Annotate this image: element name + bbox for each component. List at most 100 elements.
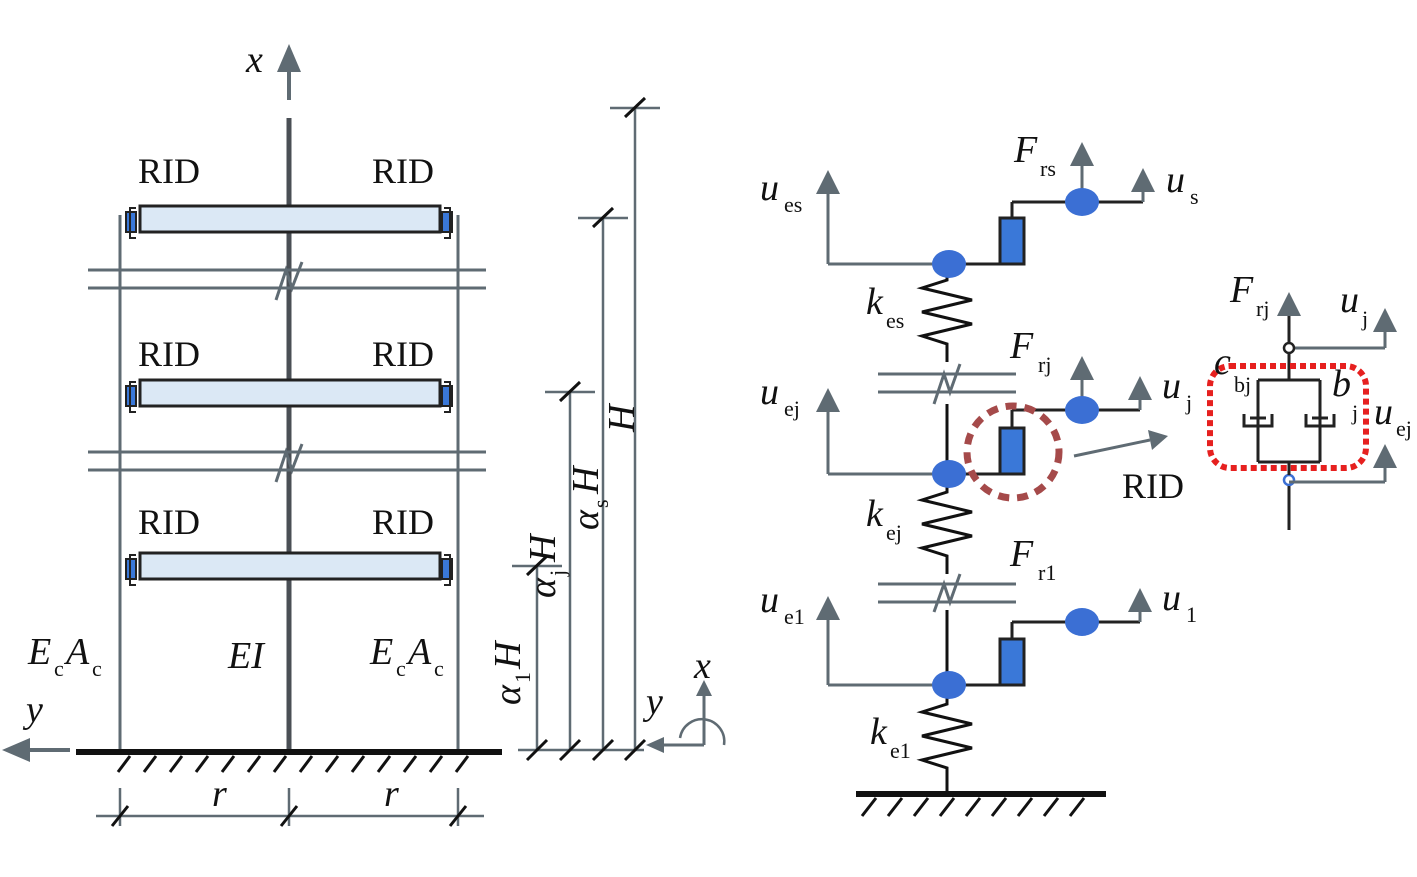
svg-text:ej: ej bbox=[886, 520, 902, 545]
label-u-1: u 1 bbox=[1162, 577, 1197, 627]
rotation-arc bbox=[678, 717, 726, 746]
detail-top-node bbox=[1282, 341, 1296, 355]
u-j-arrowhead bbox=[1128, 376, 1152, 400]
svg-text:j: j bbox=[1185, 390, 1192, 415]
svg-text:α: α bbox=[522, 577, 564, 598]
svg-text:rj: rj bbox=[1256, 296, 1269, 321]
svg-text:r1: r1 bbox=[1038, 560, 1056, 585]
svg-text:s: s bbox=[1190, 184, 1199, 209]
rid-label-bot-left: RID bbox=[138, 502, 200, 542]
label-F-rs: F rs bbox=[1013, 129, 1056, 181]
svg-text:H: H bbox=[487, 639, 529, 670]
svg-text:u: u bbox=[1340, 279, 1359, 321]
svg-text:u: u bbox=[1166, 159, 1185, 201]
svg-text:A: A bbox=[63, 631, 90, 673]
svg-text:rs: rs bbox=[1040, 156, 1056, 181]
svg-text:F: F bbox=[1013, 129, 1038, 171]
svg-text:rj: rj bbox=[1038, 352, 1051, 377]
label-k-e1: k e1 bbox=[870, 711, 911, 763]
svg-text:s: s bbox=[588, 499, 613, 508]
svg-text:c: c bbox=[92, 656, 102, 681]
damper-j bbox=[998, 426, 1026, 476]
svg-text:e1: e1 bbox=[890, 738, 911, 763]
damper-s bbox=[998, 216, 1026, 266]
label-F-r1: F r1 bbox=[1009, 533, 1056, 585]
svg-text:α: α bbox=[565, 509, 607, 530]
label-u-ej: u ej bbox=[760, 371, 800, 421]
coord-y-label: y bbox=[642, 681, 663, 723]
detail-u-ej-arrowhead bbox=[1373, 444, 1397, 468]
spring-kes bbox=[916, 264, 973, 362]
svg-text:u: u bbox=[760, 579, 779, 621]
F-rj-arrowhead bbox=[1070, 356, 1094, 380]
svg-text:u: u bbox=[1162, 577, 1181, 619]
spring-ke1 bbox=[916, 685, 973, 794]
rid-pointer-arrowhead bbox=[1148, 430, 1168, 450]
y-axis-arrowhead bbox=[2, 738, 30, 762]
svg-text:ej: ej bbox=[784, 396, 800, 421]
svg-text:F: F bbox=[1009, 533, 1034, 575]
rid-damper-right bbox=[441, 558, 453, 580]
svg-text:c: c bbox=[396, 656, 406, 681]
node-e1 bbox=[932, 671, 966, 699]
outrigger-middle bbox=[125, 378, 453, 413]
svg-text:k: k bbox=[866, 281, 884, 323]
u-ej-arrowhead bbox=[816, 388, 840, 412]
svg-text:1: 1 bbox=[1186, 602, 1197, 627]
break-marks-lower bbox=[88, 443, 486, 483]
rid-label-mid-right: RID bbox=[372, 334, 434, 374]
svg-text:u: u bbox=[760, 371, 779, 413]
spring-break-lower bbox=[878, 573, 1016, 613]
left-building-model: x bbox=[2, 39, 502, 827]
svg-text:u: u bbox=[1162, 365, 1181, 407]
right-column-label: E c A c bbox=[369, 631, 444, 681]
rid-pointer-label: RID bbox=[1122, 466, 1184, 506]
label-u-j: u j bbox=[1162, 365, 1192, 415]
right-spring-model: RID u es k es F rs u s u ej bbox=[760, 129, 1199, 817]
svg-text:E: E bbox=[27, 631, 51, 673]
rid-highlight-circle bbox=[963, 402, 1063, 502]
svg-text:es: es bbox=[784, 192, 802, 217]
ground-hatching bbox=[116, 755, 470, 773]
detail-label-u-ej: u ej bbox=[1374, 391, 1412, 441]
svg-text:b: b bbox=[1332, 363, 1351, 405]
svg-text:ej: ej bbox=[1396, 416, 1412, 441]
rid-detail: F rj u j c bj b j u ej bbox=[1207, 269, 1412, 530]
height-label-alpha1: α 1 H bbox=[487, 639, 535, 705]
node-es bbox=[932, 250, 966, 278]
svg-text:F: F bbox=[1229, 269, 1254, 311]
detail-label-b: b j bbox=[1332, 363, 1358, 425]
rid-label-bot-right: RID bbox=[372, 502, 434, 542]
rid-label-mid-left: RID bbox=[138, 334, 200, 374]
detail-F-arrowhead bbox=[1277, 292, 1301, 316]
inerter-cylinder bbox=[1304, 414, 1336, 428]
svg-text:u: u bbox=[760, 167, 779, 209]
svg-text:j: j bbox=[545, 570, 570, 577]
outrigger-bottom bbox=[125, 551, 453, 586]
height-label-alphas: α s H bbox=[565, 464, 613, 530]
x-axis-arrowhead bbox=[277, 44, 301, 72]
label-k-es: k es bbox=[866, 281, 904, 333]
spring-kej bbox=[916, 474, 973, 574]
label-u-e1: u e1 bbox=[760, 579, 805, 629]
svg-text:k: k bbox=[866, 493, 884, 535]
x-axis-label: x bbox=[245, 39, 263, 81]
core-stiffness-label: EI bbox=[227, 635, 266, 677]
span-label-right: r bbox=[384, 773, 399, 815]
svg-text:F: F bbox=[1009, 325, 1034, 367]
u-e1-arrowhead bbox=[816, 596, 840, 620]
label-u-es: u es bbox=[760, 167, 802, 217]
rid-damper-right bbox=[441, 211, 453, 233]
node-s bbox=[1065, 188, 1099, 216]
span-label-left: r bbox=[212, 773, 227, 815]
node-ej bbox=[932, 460, 966, 488]
detail-label-F: F rj bbox=[1229, 269, 1269, 321]
node-1 bbox=[1065, 608, 1099, 636]
svg-text:c: c bbox=[1214, 341, 1231, 383]
break-marks-upper bbox=[88, 261, 486, 301]
rid-label-top-right: RID bbox=[372, 151, 434, 191]
svg-text:c: c bbox=[54, 656, 64, 681]
outrigger-top bbox=[125, 204, 453, 239]
damper-1 bbox=[998, 637, 1026, 687]
